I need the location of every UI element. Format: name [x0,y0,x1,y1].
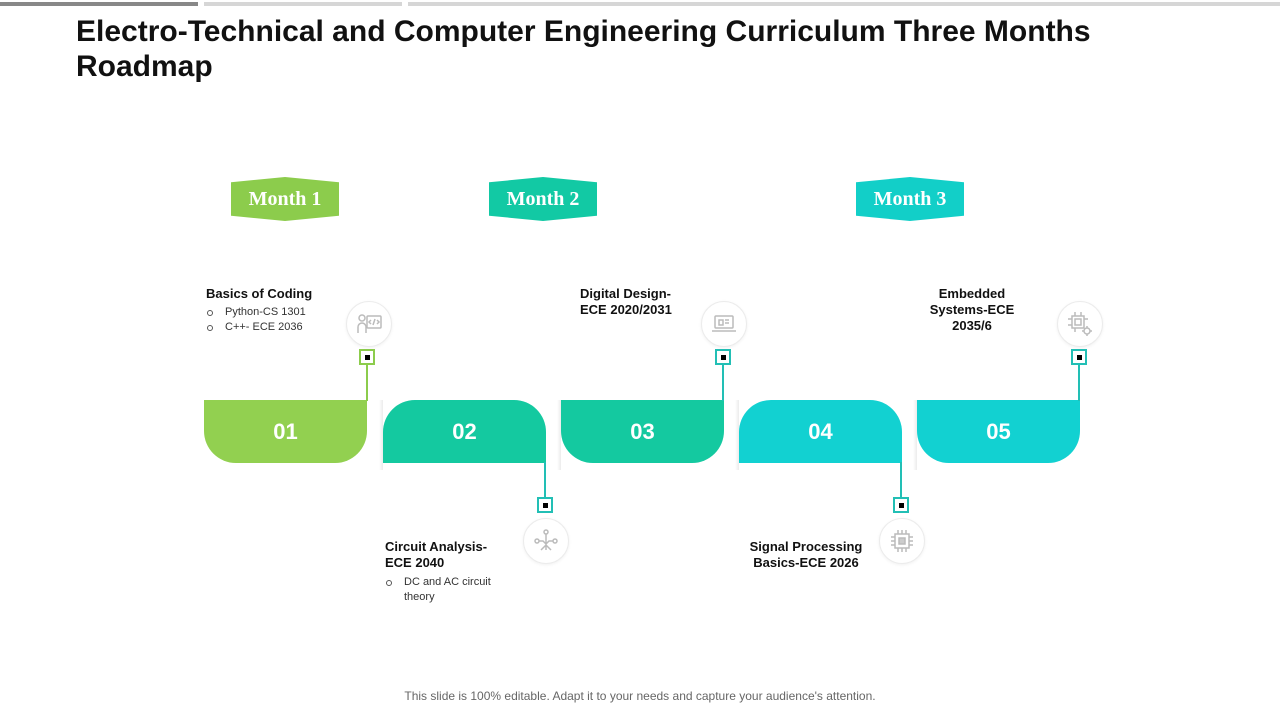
tile-shadow [379,400,383,470]
bullet-item: Python-CS 1301 [206,305,346,320]
connector-line-5 [1078,365,1080,401]
month-badge-1: Month 1 [231,177,339,221]
step-tile-1: 01 [204,400,367,463]
processor-icon [879,518,925,564]
step-title-4: Signal Processing Basics-ECE 2026 [749,539,863,570]
step-bullets-2: DC and AC circuit theory [385,575,515,605]
tile-shadow [913,400,917,470]
connector-line-4 [900,462,902,498]
step-number-5: 05 [986,418,1011,444]
month-badge-2: Month 2 [489,177,597,221]
step-title-3: Digital Design- ECE 2020/2031 [580,286,672,317]
step-tile-2: 02 [379,400,546,470]
step-tile-3: 03 [557,400,724,470]
top-bar-segment-2 [204,2,402,6]
connector-node-4 [893,497,909,513]
top-bar-segment-1 [0,2,198,6]
tile-shadow [735,400,739,470]
connector-line-3 [722,365,724,401]
coding-icon [346,301,392,347]
chip-gear-icon [1057,301,1103,347]
step-tile-5: 05 [913,400,1080,470]
step-number-2: 02 [452,418,477,444]
step-title-2: Circuit Analysis- ECE 2040 [385,539,488,570]
step-bullets-1: Python-CS 1301 C++- ECE 2036 [206,305,346,335]
connector-line-2 [544,462,546,498]
step-number-4: 04 [808,418,833,444]
step-number-3: 03 [630,418,655,444]
step-title-1: Basics of Coding [206,286,313,301]
laptop-icon [701,301,747,347]
top-bar-segment-3 [408,2,1280,6]
step-title-5: Embedded Systems-ECE 2035/6 [929,286,1015,333]
connector-line-1 [366,365,368,401]
footer-note: This slide is 100% editable. Adapt it to… [404,689,876,703]
bullet-item: C++- ECE 2036 [206,320,346,335]
bullet-item: DC and AC circuit theory [385,575,515,605]
circuit-icon [523,518,569,564]
tile-shadow [557,400,561,470]
connector-node-2 [537,497,553,513]
step-tile-4: 04 [735,400,902,470]
step-number-1: 01 [273,418,298,444]
connector-node-1 [359,349,375,365]
connector-node-3 [715,349,731,365]
month-badge-3: Month 3 [856,177,964,221]
slide-title: Electro-Technical and Computer Engineeri… [76,15,1091,83]
connector-node-5 [1071,349,1087,365]
